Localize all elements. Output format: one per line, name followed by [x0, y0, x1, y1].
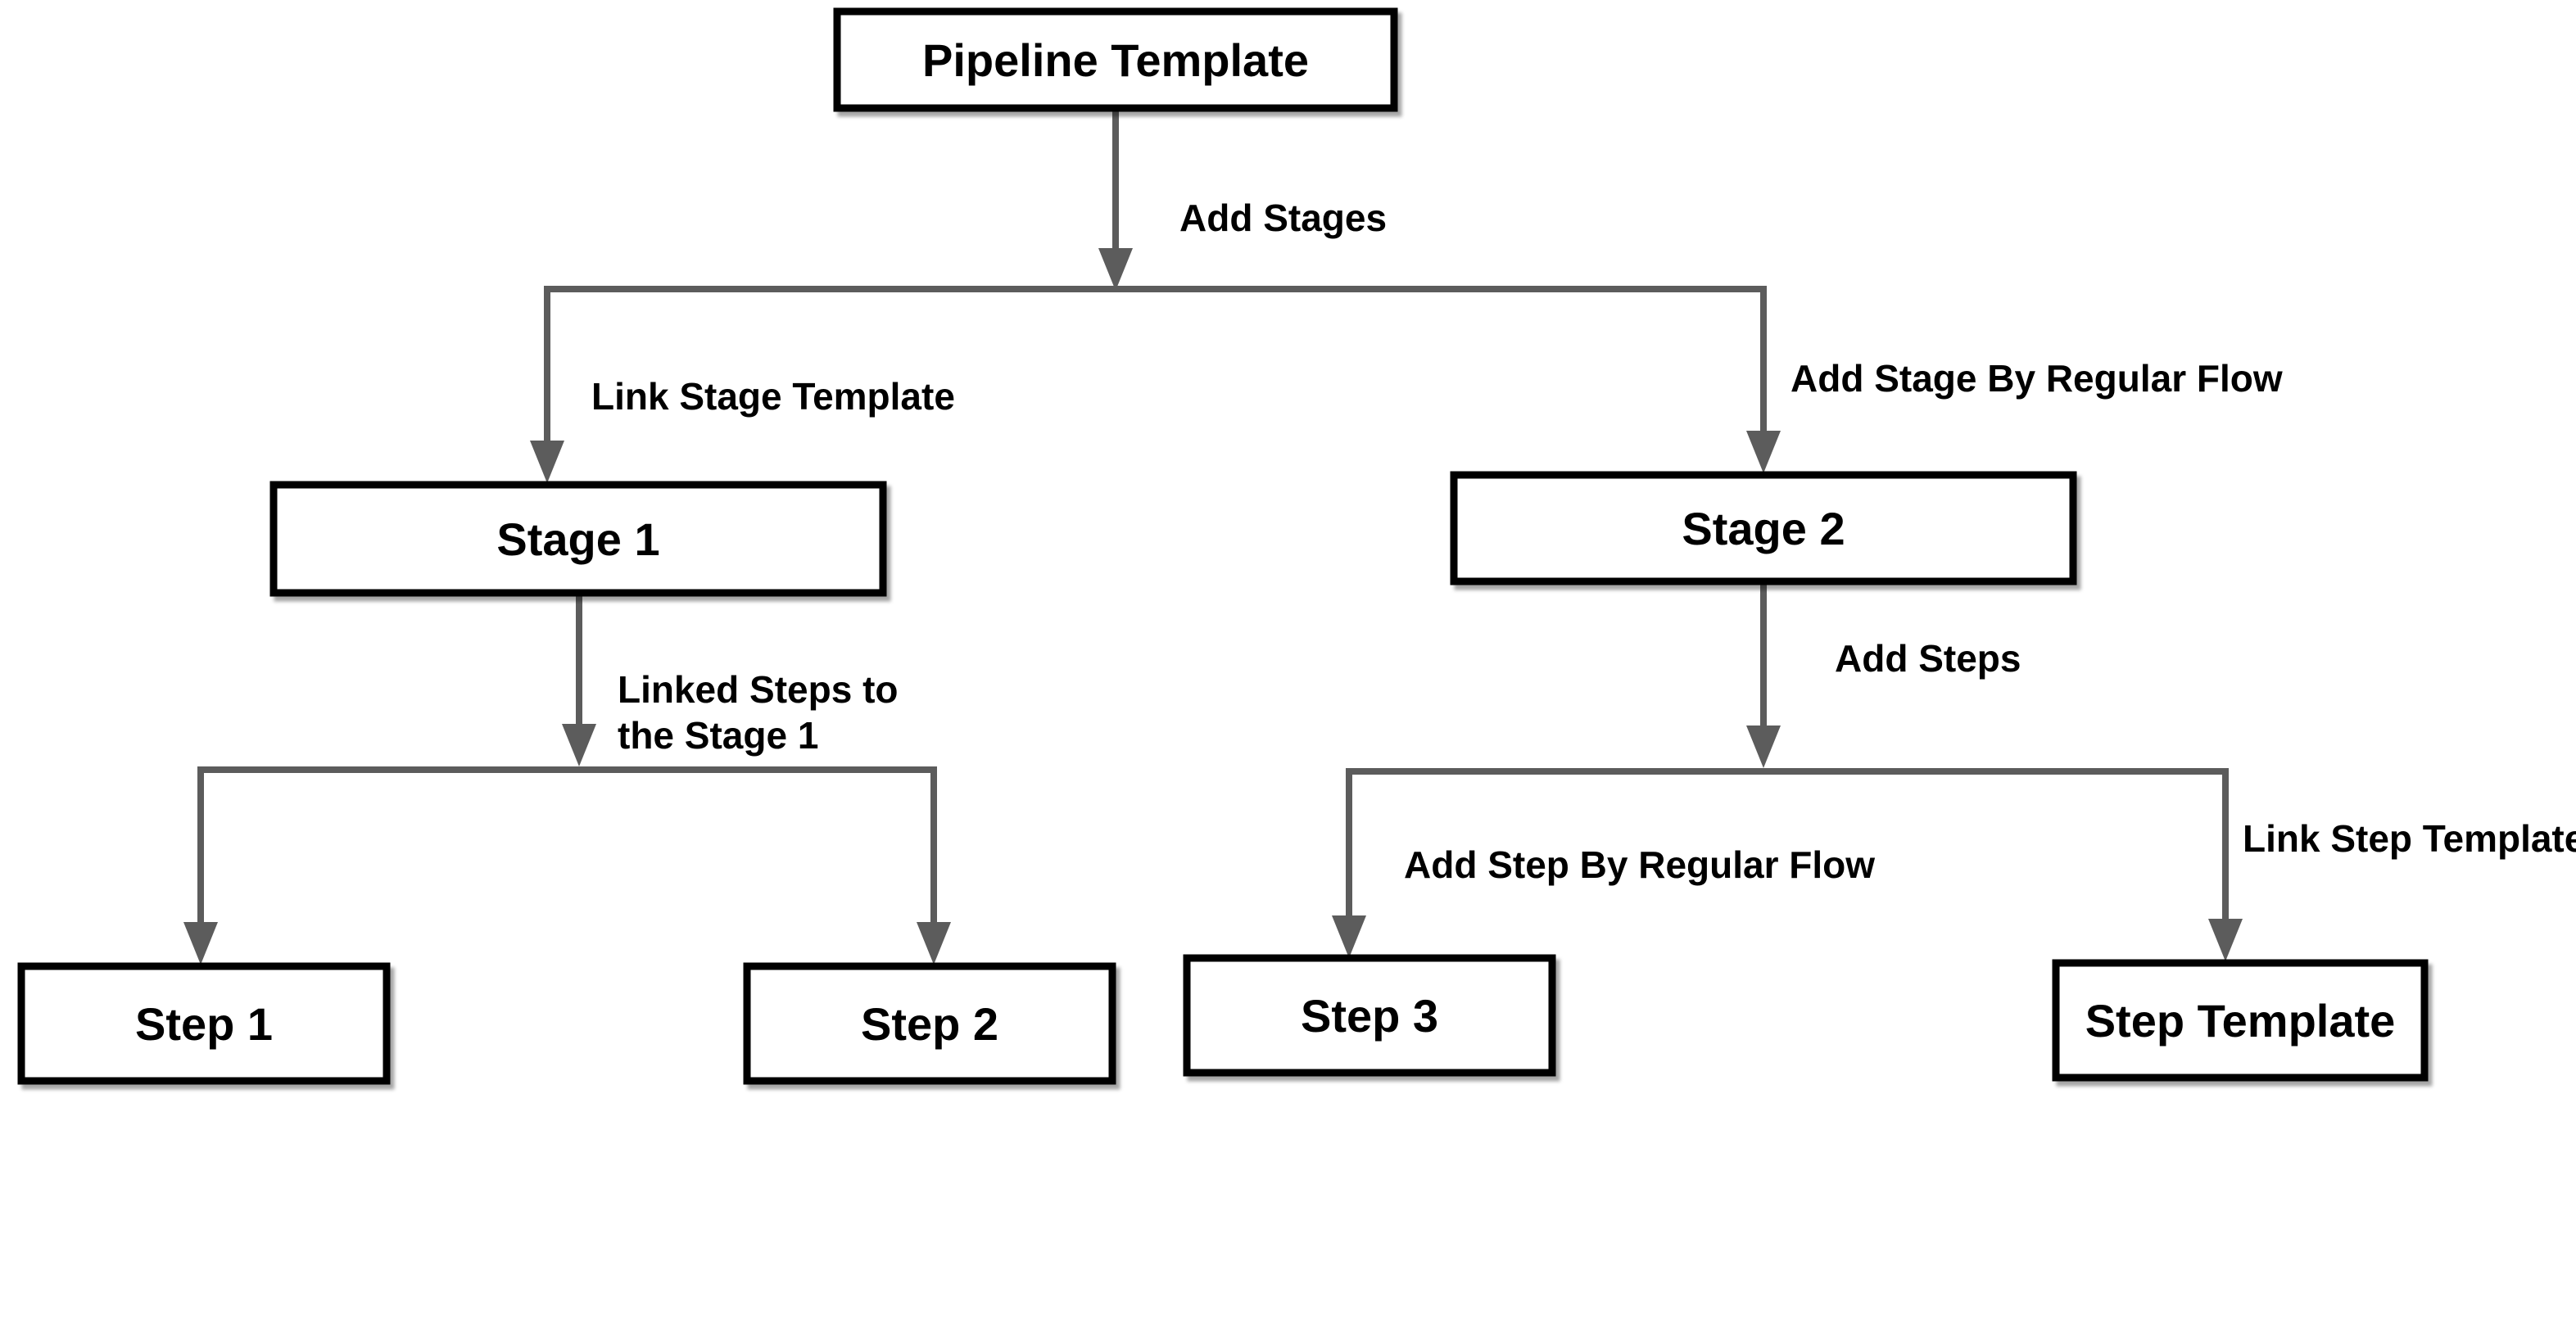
arrowhead-into-stage-junction	[1098, 248, 1133, 291]
node-step-template-label: Step Template	[2085, 995, 2396, 1046]
node-pipeline-template-box	[833, 7, 1398, 112]
arrowhead-into-step-1	[183, 922, 218, 965]
node-step-3-box	[1183, 954, 1556, 1077]
node-step-3-label: Step 3	[1301, 990, 1438, 1042]
node-step-1: Step 1	[17, 962, 391, 1085]
edge-labels: Add Stages Link Stage Template Add Stage…	[591, 197, 2576, 886]
node-pipeline-template-label: Pipeline Template	[922, 34, 1309, 86]
nodes: Pipeline Template Stage 1 Stage 2 Step 1…	[17, 7, 2429, 1085]
edge-label-add-stage-by-regular-flow: Add Stage By Regular Flow	[1791, 357, 2283, 400]
edge-label-linked-steps-line1: Linked Steps to	[618, 668, 898, 711]
node-pipeline-template: Pipeline Template	[833, 7, 1398, 112]
node-step-3: Step 3	[1183, 954, 1556, 1077]
arrowhead-into-stage2-step-junction	[1746, 726, 1781, 768]
arrowhead-into-stage-2	[1746, 431, 1781, 473]
node-step-template: Step Template	[2052, 959, 2429, 1082]
edge-label-add-steps: Add Steps	[1835, 637, 2021, 680]
node-stage-1: Stage 1	[269, 481, 887, 597]
edge-stage-junction-branches	[544, 286, 1767, 449]
edge-label-linked-steps-line2: the Stage 1	[618, 714, 818, 757]
edge-stage1-step-branches	[197, 766, 937, 930]
node-stage-1-box	[269, 481, 887, 597]
connectors	[183, 108, 2243, 965]
node-step-template-box	[2052, 959, 2429, 1082]
edge-label-link-step-template: Link Step Template	[2243, 817, 2576, 860]
edge-stage2-step-branches	[1346, 768, 2229, 929]
node-stage-1-label: Stage 1	[496, 513, 659, 565]
edge-label-link-stage-template: Link Stage Template	[591, 375, 955, 418]
node-step-2: Step 2	[743, 962, 1116, 1085]
node-stage-2: Stage 2	[1450, 471, 2077, 585]
node-step-2-label: Step 2	[861, 998, 998, 1050]
node-step-1-label: Step 1	[135, 998, 273, 1050]
arrowhead-into-step-3	[1332, 915, 1366, 958]
node-step-1-box	[17, 962, 391, 1085]
edge-label-add-stages: Add Stages	[1179, 197, 1387, 239]
node-step-2-box	[743, 962, 1116, 1085]
edge-label-add-step-by-regular-flow: Add Step By Regular Flow	[1404, 843, 1875, 886]
arrowhead-into-stage-1	[530, 441, 564, 483]
arrowhead-into-step-2	[917, 922, 951, 965]
node-stage-2-label: Stage 2	[1682, 503, 1845, 554]
arrowhead-into-step-template	[2208, 919, 2243, 961]
arrowhead-into-stage1-step-junction	[562, 724, 596, 766]
node-stage-2-box	[1450, 471, 2077, 585]
